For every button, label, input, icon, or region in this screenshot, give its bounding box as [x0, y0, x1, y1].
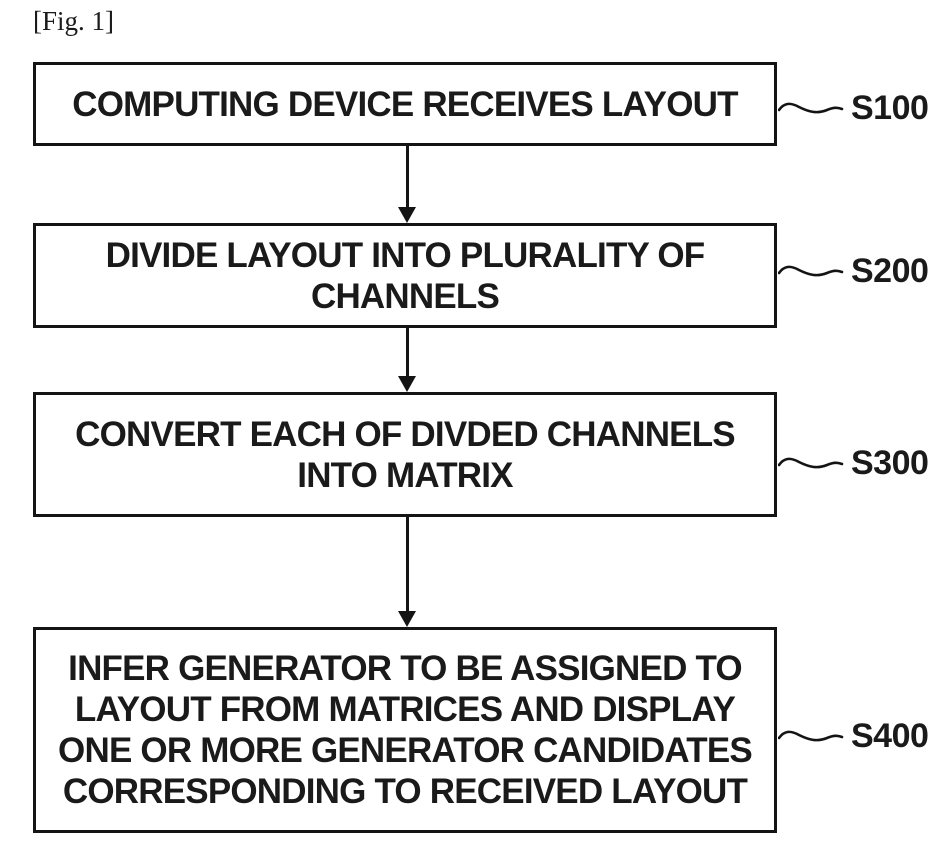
flow-step-4-text-line-4: CORRESPONDING TO RECEIVED LAYOUT — [62, 772, 748, 811]
flow-step-4-text-line-3: ONE OR MORE GENERATOR CANDIDATES — [58, 731, 753, 770]
step-ref-label: S300 — [851, 443, 929, 482]
tilde-connector-icon — [778, 102, 844, 114]
arrow-head-icon — [398, 611, 416, 627]
tilde-connector-icon — [778, 265, 844, 277]
arrow-head-icon — [398, 376, 416, 392]
flow-step-1-text: COMPUTING DEVICE RECEIVES LAYOUT — [72, 84, 738, 124]
flow-arrow-3 — [398, 517, 416, 627]
flow-step-3-text-line-1: CONVERT EACH OF DIVDED CHANNELS — [75, 414, 735, 454]
tilde-connector-icon — [778, 457, 844, 469]
step-ref-s400: S400 — [778, 714, 929, 758]
arrow-head-icon — [398, 207, 416, 223]
arrow-stem — [405, 146, 409, 207]
flow-arrow-1 — [398, 146, 416, 223]
flow-step-1-box: COMPUTING DEVICE RECEIVES LAYOUT — [33, 62, 777, 146]
tilde-connector-icon — [778, 730, 844, 742]
step-ref-s200: S200 — [778, 249, 929, 293]
flow-step-3-text-line-2: INTO MATRIX — [297, 455, 513, 495]
step-ref-label: S400 — [851, 716, 929, 755]
arrow-stem — [405, 328, 409, 376]
flow-arrow-2 — [398, 328, 416, 392]
step-ref-label: S100 — [851, 88, 929, 127]
figure-caption: [Fig. 1] — [33, 6, 114, 36]
flow-step-2-box: DIVIDE LAYOUT INTO PLURALITY OF CHANNELS — [33, 223, 777, 328]
flow-step-4-text-line-1: INFER GENERATOR TO BE ASSIGNED TO — [68, 649, 742, 688]
flow-step-3-box: CONVERT EACH OF DIVDED CHANNELS INTO MAT… — [33, 392, 777, 517]
step-ref-label: S200 — [851, 251, 929, 290]
flow-step-2-text-line-2: CHANNELS — [310, 276, 500, 316]
flow-step-4-box: INFER GENERATOR TO BE ASSIGNED TO LAYOUT… — [33, 627, 777, 833]
step-ref-s300: S300 — [778, 441, 929, 485]
arrow-stem — [405, 517, 409, 611]
step-ref-s100: S100 — [778, 86, 929, 130]
flow-step-4-text-line-2: LAYOUT FROM MATRICES AND DISPLAY — [74, 690, 736, 729]
flow-step-2-text-line-1: DIVIDE LAYOUT INTO PLURALITY OF — [105, 235, 706, 275]
